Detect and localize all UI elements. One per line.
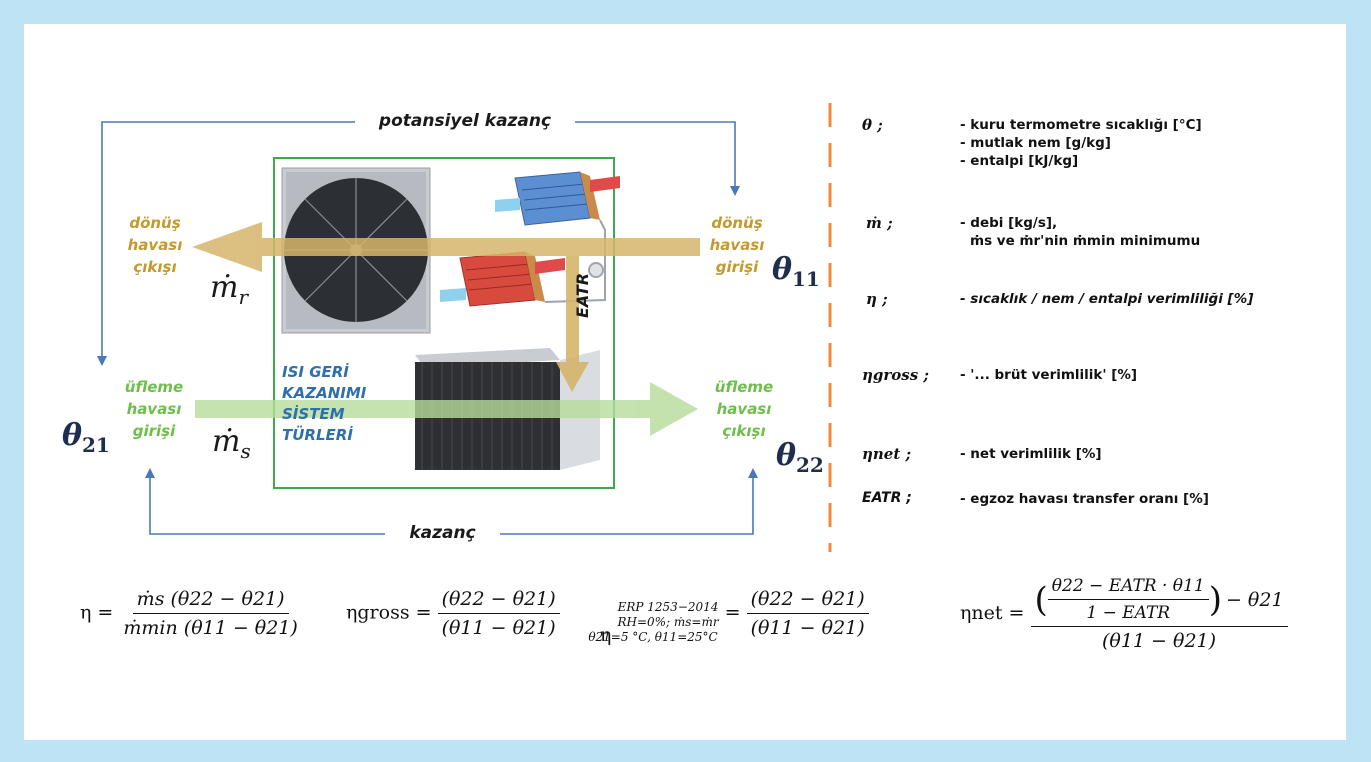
content-panel [24, 24, 1346, 740]
coil-unit-blue [495, 171, 620, 226]
system-types-line-3: SİSTEM [282, 405, 345, 423]
return-inlet-line-2: havası [709, 236, 765, 254]
legend-symbol-theta: θ ; [862, 116, 883, 134]
coil-unit-red [440, 251, 565, 307]
equation-eta-erp-denominator: (θ11 − θ21) [750, 617, 865, 639]
supply-outlet-line-2: havası [716, 400, 772, 418]
gain-arrowhead-right [748, 468, 758, 478]
legend-desc-m: - debi [kg/s], ṁs ve ṁr'nin ṁmin minimum… [960, 214, 1200, 250]
legend-theta-line-3: - entalpi [kJ/kg] [960, 153, 1079, 169]
equation-eta-erp-fraction: (θ22 − θ21) (θ11 − θ21) [746, 588, 869, 639]
gain-line-left [149, 472, 385, 535]
potential-gain-line-right [575, 121, 736, 190]
equation-eta-erp: η ERP 1253−2014 RH=0%; ṁs=ṁr θ21=5 °C, θ… [588, 588, 869, 646]
gain-arrowhead-left [145, 468, 155, 478]
equation-eta-net-denominator: (θ11 − θ21) [1101, 630, 1217, 652]
eatr-label: EATR [573, 272, 592, 318]
equation-eta-gross-numerator: (θ22 − θ21) [437, 588, 560, 614]
m-r-symbol: ṁr [210, 270, 249, 309]
supply-air-arrow [195, 382, 698, 436]
legend-symbol-eatr: EATR ; [862, 490, 912, 506]
supply-inlet-label: üfleme havası girişi [116, 376, 192, 442]
gain-line-right [500, 472, 754, 535]
return-outlet-label: dönüş havası çıkışı [120, 212, 190, 278]
equation-eta-erp-lhs: η [600, 624, 612, 646]
legend-m-line-2: ṁs ve ṁr'nin ṁmin minimumu [970, 233, 1201, 249]
equation-eta-net: ηnet = ( θ22 − EATR · θ11 1 − EATR ) − θ… [960, 576, 1288, 652]
equation-eta-lhs: η = [80, 601, 114, 624]
legend-symbol-eta: η ; [866, 290, 888, 308]
legend-symbol-m: ṁ ; [866, 214, 893, 232]
return-air-arrow [192, 222, 700, 272]
equation-eta-erp-numerator: (θ22 − θ21) [746, 588, 869, 614]
m-s-symbol: ṁs [212, 424, 251, 463]
equation-eta-erp-sub-2: RH=0%; ṁs=ṁr [617, 615, 719, 629]
legend-desc-theta: - kuru termometre sıcaklığı [°C] - mutla… [960, 116, 1202, 170]
potential-gain-label: potansiyel kazanç [378, 111, 552, 131]
legend-desc-eatr: - egzoz havası transfer oranı [%] [960, 491, 1209, 507]
return-inlet-label: dönüş havası girişi [702, 212, 772, 278]
system-types-label: ISI GERİ KAZANIMI SİSTEM TÜRLERİ [282, 362, 382, 446]
theta-21-symbol: θ21 [62, 418, 110, 457]
equation-eta-erp-sub-3: θ21=5 °C, θ11=25°C [588, 630, 718, 644]
equation-eta-numerator: ṁs (θ22 − θ21) [132, 588, 289, 614]
supply-inlet-line-1: üfleme [124, 378, 184, 396]
equation-eta-gross: ηgross = (θ22 − θ21) (θ11 − θ21) [346, 588, 560, 639]
legend-m-line-1: - debi [kg/s], [960, 215, 1058, 231]
system-box [273, 157, 615, 489]
legend-theta-line-1: - kuru termometre sıcaklığı [°C] [960, 117, 1202, 133]
legend-theta-line-2: - mutlak nem [g/kg] [960, 135, 1111, 151]
equation-eta-erp-sub-1: ERP 1253−2014 [617, 600, 719, 614]
equation-eta-net-fraction: ( θ22 − EATR · θ11 1 − EATR ) − θ21 (θ11… [1030, 576, 1288, 652]
return-outlet-line-1: dönüş [129, 214, 181, 232]
equation-eta-net-inner-numerator: θ22 − EATR · θ11 [1047, 576, 1209, 600]
equation-eta-net-minus: − θ21 [1225, 588, 1284, 611]
legend-desc-eta: - sıcaklık / nem / entalpi verimliliği [… [960, 291, 1254, 307]
equation-eta-net-inner-denominator: 1 − EATR [1086, 603, 1171, 623]
supply-outlet-line-3: çıkışı [722, 422, 766, 440]
equation-eta: η = ṁs (θ22 − θ21) ṁmin (θ11 − θ21) [80, 588, 302, 639]
return-inlet-line-1: dönüş [711, 214, 763, 232]
legend-symbol-eta-gross: ηgross ; [862, 366, 929, 384]
potential-gain-arrowhead-right [730, 186, 740, 196]
legend-symbol-eta-net: ηnet ; [862, 445, 912, 463]
potential-gain-line-left [101, 121, 355, 362]
supply-outlet-line-1: üfleme [714, 378, 774, 396]
legend-desc-eta-gross: - '... brüt verimlilik' [%] [960, 367, 1138, 383]
system-types-line-2: KAZANIMI [282, 384, 367, 402]
supply-inlet-line-2: havası [126, 400, 182, 418]
potential-gain-arrowhead-left [97, 356, 107, 366]
legend-desc-eta-net: - net verimlilik [%] [960, 446, 1102, 462]
equation-eta-net-numerator: ( θ22 − EATR · θ11 1 − EATR ) − θ21 [1030, 576, 1288, 627]
supply-inlet-line-3: girişi [132, 422, 176, 440]
return-inlet-line-3: girişi [715, 258, 759, 276]
equation-eta-denominator: ṁmin (θ11 − θ21) [123, 617, 298, 639]
eatr-arrow [556, 256, 589, 392]
gain-label: kazanç [409, 523, 476, 543]
equation-eta-gross-denominator: (θ11 − θ21) [441, 617, 556, 639]
supply-outlet-label: üfleme havası çıkışı [706, 376, 782, 442]
return-outlet-line-2: havası [127, 236, 183, 254]
equation-eta-net-lhs: ηnet = [960, 602, 1025, 624]
system-types-line-4: TÜRLERİ [282, 426, 353, 444]
return-outlet-line-3: çıkışı [133, 258, 177, 276]
theta-11-symbol: θ11 [772, 252, 820, 291]
equation-eta-gross-fraction: (θ22 − θ21) (θ11 − θ21) [437, 588, 560, 639]
equation-eta-gross-lhs: ηgross = [346, 601, 432, 624]
system-types-line-1: ISI GERİ [282, 363, 349, 381]
equation-eta-fraction: ṁs (θ22 − θ21) ṁmin (θ11 − θ21) [119, 588, 301, 639]
theta-22-symbol: θ22 [776, 438, 824, 477]
